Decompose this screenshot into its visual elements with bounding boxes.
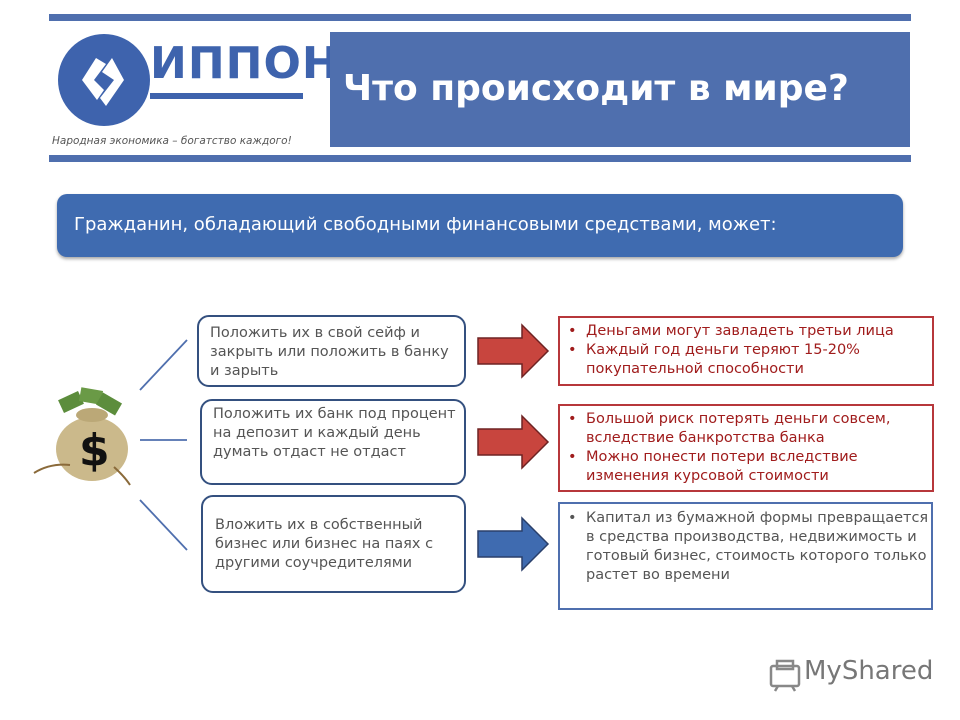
banner-box (57, 194, 903, 257)
result-box-2: Большой риск потерять деньги совсем, всл… (558, 404, 934, 492)
slogan: Народная экономика – богатство каждого! (52, 135, 292, 147)
result-item: Большой риск потерять деньги совсем, всл… (560, 410, 932, 448)
option-text-3: Вложить их в собственный бизнес или бизн… (215, 517, 434, 571)
option-text-1: Положить их в свой сейф и закрыть или по… (210, 325, 449, 379)
watermark-text: MyShared (804, 656, 934, 686)
ippon-logo-icon (58, 34, 150, 126)
option-box-3: Вложить их в собственный бизнес или бизн… (201, 495, 466, 593)
option-text-2: Положить их банк под процент на депозит … (213, 406, 456, 460)
arrow-right-icon-1 (477, 323, 550, 379)
svg-text:$: $ (79, 425, 110, 476)
result-item: Деньгами могут завладеть третьи лица (560, 322, 932, 341)
option-box-1: Положить их в свой сейф и закрыть или по… (197, 315, 466, 387)
arrow-right-icon-3 (477, 516, 550, 572)
logo-text: ИППОН (150, 38, 340, 89)
result-box-3: Капитал из бумажной формы превращается в… (558, 502, 933, 610)
money-bag-icon: $ (33, 387, 131, 486)
result-box-1: Деньгами могут завладеть третьи лица Каж… (558, 316, 934, 386)
option-box-2: Положить их банк под процент на депозит … (200, 399, 466, 485)
result-item: Каждый год деньги теряют 15-20% покупате… (560, 341, 932, 379)
result-item: Капитал из бумажной формы превращается в… (560, 509, 931, 585)
header-bottom-bar (49, 155, 911, 162)
banner-text: Гражданин, обладающий свободными финансо… (74, 214, 777, 235)
arrow-right-icon-2 (477, 414, 550, 470)
myshared-logo-icon (769, 659, 801, 692)
logo-underline (150, 93, 303, 99)
title-box (330, 32, 910, 147)
header-top-bar (49, 14, 911, 21)
result-item: Можно понести потери вследствие изменени… (560, 448, 932, 486)
connector-lines (139, 339, 188, 551)
page-title: Что происходит в мире? (343, 68, 849, 109)
